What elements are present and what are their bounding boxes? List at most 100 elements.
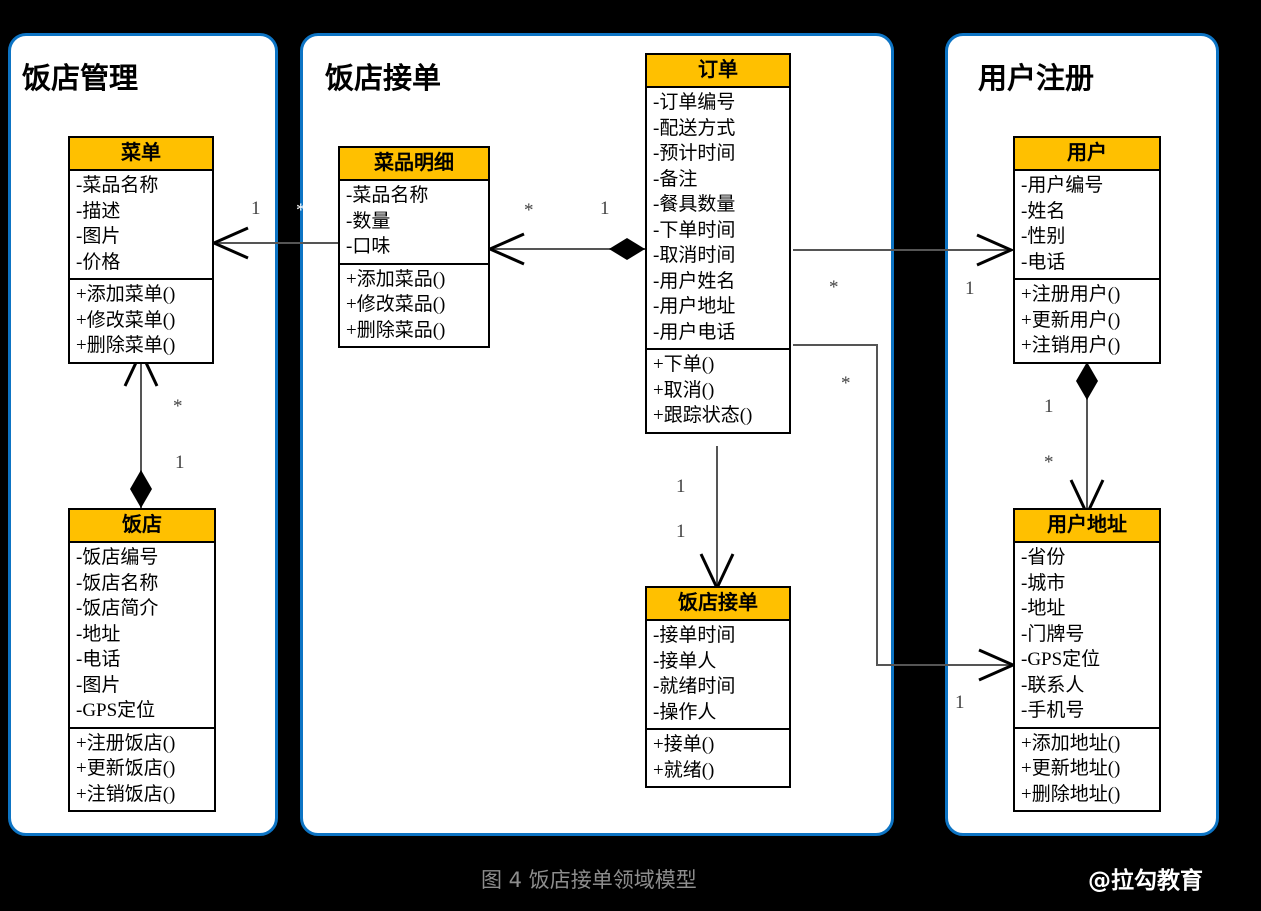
class-user-operations: +注册用户() +更新用户() +注销用户() bbox=[1015, 280, 1159, 362]
class-member: -图片 bbox=[76, 674, 121, 696]
class-member: +修改菜品() bbox=[346, 294, 446, 315]
class-member: -用户姓名 bbox=[653, 270, 736, 292]
class-member: +删除菜单() bbox=[76, 335, 176, 356]
class-member: +更新地址() bbox=[1021, 758, 1121, 779]
multiplicity-order-accept-bottom: 1 bbox=[676, 521, 686, 542]
class-restaurant[interactable]: 饭店 -饭店编号 -饭店名称 -饭店简介 -地址 -电话 -图片 -GPS定位 … bbox=[68, 508, 216, 812]
class-member: -用户电话 bbox=[653, 321, 736, 343]
class-member: +注册用户() bbox=[1021, 284, 1121, 305]
class-member: -下单时间 bbox=[653, 219, 736, 241]
class-menu[interactable]: 菜单 -菜品名称 -描述 -图片 -价格 +添加菜单() +修改菜单() +删除… bbox=[68, 136, 214, 364]
class-user-title: 用户 bbox=[1015, 138, 1159, 171]
class-member: -用户地址 bbox=[653, 296, 736, 317]
class-member: +下单() bbox=[653, 354, 715, 375]
multiplicity-user-address-star: * bbox=[1044, 452, 1054, 473]
multiplicity-order-user-one: 1 bbox=[965, 278, 975, 299]
class-order-attributes: -订单编号 -配送方式 -预计时间 -备注 -餐具数量 -下单时间 -取消时间 … bbox=[647, 88, 789, 350]
connector-order-to-user bbox=[793, 249, 1011, 251]
connector-restaurant-to-menu bbox=[140, 352, 142, 508]
class-member: -饭店编号 bbox=[76, 547, 159, 568]
class-member: -接单人 bbox=[653, 650, 717, 672]
class-order-accept-operations: +接单() +就绪() bbox=[647, 730, 789, 786]
class-member: +添加菜品() bbox=[346, 268, 446, 290]
class-member: +删除菜品() bbox=[346, 319, 446, 341]
class-member: -就绪时间 bbox=[653, 676, 736, 697]
class-menu-operations: +添加菜单() +修改菜单() +删除菜单() bbox=[70, 280, 212, 362]
connector-order-to-order-accept bbox=[716, 446, 718, 588]
class-member: -地址 bbox=[76, 623, 121, 645]
class-member: +删除地址() bbox=[1021, 783, 1121, 805]
multiplicity-dish-order-one: 1 bbox=[600, 198, 610, 219]
connector-user-to-user-address bbox=[1086, 362, 1088, 514]
multiplicity-order-address-star: * bbox=[841, 373, 851, 394]
class-member: -订单编号 bbox=[653, 92, 736, 113]
class-member: -菜品名称 bbox=[346, 185, 429, 206]
class-member: -配送方式 bbox=[653, 117, 736, 139]
class-member: -操作人 bbox=[653, 701, 717, 723]
class-member: -餐具数量 bbox=[653, 194, 736, 215]
class-user-attributes: -用户编号 -姓名 -性别 -电话 bbox=[1015, 171, 1159, 280]
class-member: -地址 bbox=[1021, 598, 1066, 619]
connector-order-to-user-address-vertical bbox=[876, 344, 878, 666]
class-dish-detail[interactable]: 菜品明细 -菜品名称 -数量 -口味 +添加菜品() +修改菜品() +删除菜品… bbox=[338, 146, 490, 348]
class-member: -菜品名称 bbox=[76, 175, 159, 196]
class-member: -图片 bbox=[76, 226, 121, 247]
class-member: -城市 bbox=[1021, 572, 1066, 594]
class-member: -口味 bbox=[346, 236, 391, 257]
figure-caption: 图 4 饭店接单领域模型 bbox=[481, 868, 697, 892]
multiplicity-order-address-one: 1 bbox=[955, 692, 965, 713]
multiplicity-order-user-star: * bbox=[829, 277, 839, 298]
class-member: -用户编号 bbox=[1021, 175, 1104, 196]
class-member: -姓名 bbox=[1021, 200, 1066, 222]
class-dish-detail-title: 菜品明细 bbox=[340, 148, 488, 181]
class-user[interactable]: 用户 -用户编号 -姓名 -性别 -电话 +注册用户() +更新用户() +注销… bbox=[1013, 136, 1161, 364]
class-user-address-title: 用户地址 bbox=[1015, 510, 1159, 543]
class-member: -电话 bbox=[76, 649, 121, 670]
class-member: +接单() bbox=[653, 734, 715, 755]
class-member: -电话 bbox=[1021, 251, 1066, 273]
class-member: +修改菜单() bbox=[76, 309, 176, 331]
class-member: -饭店名称 bbox=[76, 572, 159, 594]
multiplicity-menu-restaurant-one: 1 bbox=[175, 452, 185, 473]
package-title-restaurant-management: 饭店管理 bbox=[22, 61, 139, 95]
connector-order-to-dish-detail bbox=[490, 248, 645, 250]
class-order-title: 订单 bbox=[647, 55, 789, 88]
class-member: +添加地址() bbox=[1021, 732, 1121, 754]
class-member: -省份 bbox=[1021, 547, 1066, 568]
class-member: +添加菜单() bbox=[76, 284, 176, 305]
class-member: -取消时间 bbox=[653, 245, 736, 266]
multiplicity-user-address-one: 1 bbox=[1044, 396, 1054, 417]
connector-order-to-user-address-bottom bbox=[876, 664, 1012, 666]
class-member: -预计时间 bbox=[653, 143, 736, 164]
multiplicity-menu-dish-one: 1 bbox=[251, 198, 261, 219]
class-member: +更新用户() bbox=[1021, 309, 1121, 331]
class-member: -备注 bbox=[653, 168, 698, 190]
class-member: +注销饭店() bbox=[76, 783, 176, 805]
class-order[interactable]: 订单 -订单编号 -配送方式 -预计时间 -备注 -餐具数量 -下单时间 -取消… bbox=[645, 53, 791, 434]
multiplicity-order-accept-top: 1 bbox=[676, 476, 686, 497]
class-member: -性别 bbox=[1021, 226, 1066, 247]
class-member: -联系人 bbox=[1021, 674, 1085, 696]
class-menu-attributes: -菜品名称 -描述 -图片 -价格 bbox=[70, 171, 212, 280]
class-member: +注销用户() bbox=[1021, 335, 1121, 356]
class-member: -价格 bbox=[76, 251, 121, 273]
class-member: -描述 bbox=[76, 200, 121, 222]
class-member: +注册饭店() bbox=[76, 732, 176, 754]
class-order-operations: +下单() +取消() +跟踪状态() bbox=[647, 350, 789, 432]
class-order-accept[interactable]: 饭店接单 -接单时间 -接单人 -就绪时间 -操作人 +接单() +就绪() bbox=[645, 586, 791, 788]
class-dish-detail-attributes: -菜品名称 -数量 -口味 bbox=[340, 181, 488, 265]
class-member: -接单时间 bbox=[653, 625, 736, 646]
class-member: +更新饭店() bbox=[76, 758, 176, 779]
package-title-user-registration: 用户注册 bbox=[978, 61, 1095, 95]
watermark: @拉勾教育 bbox=[1088, 868, 1203, 894]
class-restaurant-operations: +注册饭店() +更新饭店() +注销饭店() bbox=[70, 729, 214, 811]
package-title-restaurant-order-taking: 饭店接单 bbox=[325, 61, 442, 95]
multiplicity-menu-restaurant-star: * bbox=[173, 396, 183, 417]
connector-dish-detail-to-menu bbox=[214, 242, 338, 244]
class-user-address[interactable]: 用户地址 -省份 -城市 -地址 -门牌号 -GPS定位 -联系人 -手机号 +… bbox=[1013, 508, 1161, 812]
class-menu-title: 菜单 bbox=[70, 138, 212, 171]
connector-order-to-user-address-top bbox=[793, 344, 877, 346]
class-restaurant-title: 饭店 bbox=[70, 510, 214, 543]
multiplicity-dish-order-star: * bbox=[524, 200, 534, 221]
